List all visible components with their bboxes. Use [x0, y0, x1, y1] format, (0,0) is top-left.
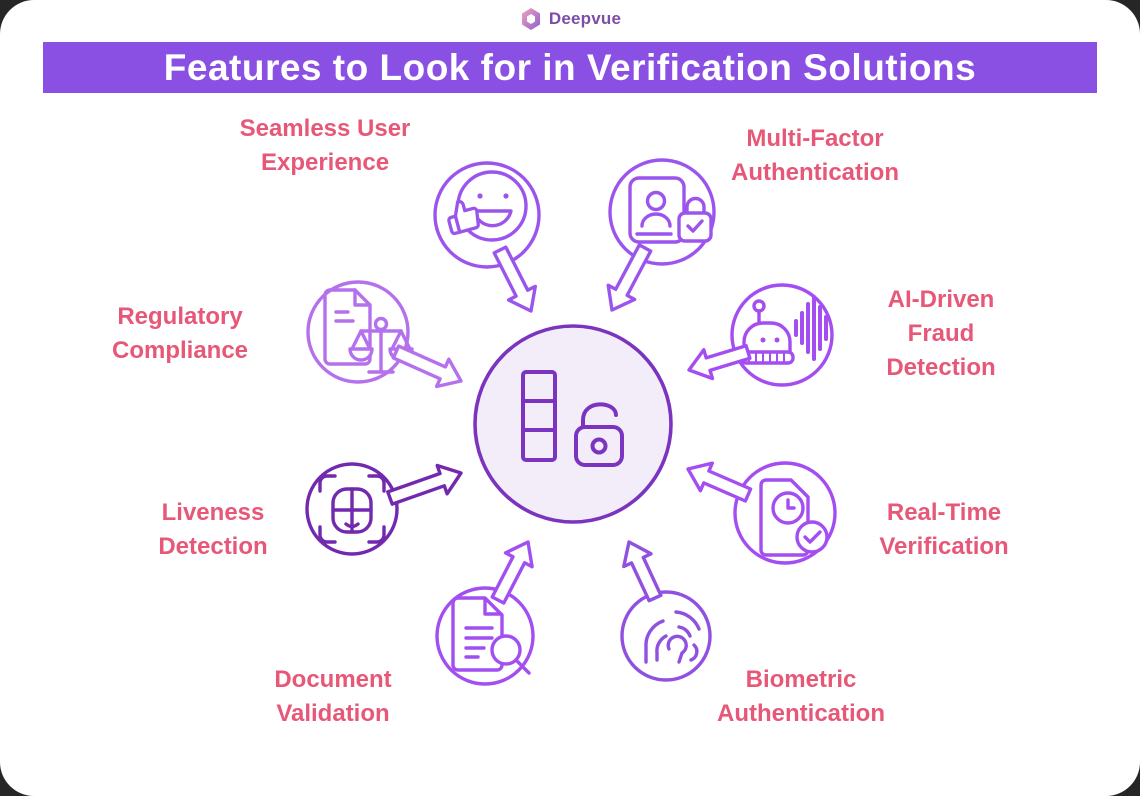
arrow-to-center: [686, 461, 753, 503]
feature-circle: [305, 462, 399, 556]
feature-label-ai-driven-fraud-detection: AI-Driven Fraud Detection: [886, 286, 996, 381]
arrow-to-center: [391, 344, 463, 389]
document-magnifier-icon: [451, 596, 531, 675]
fingerprint-icon: [644, 610, 701, 664]
stack-and-lock-icon: [521, 370, 624, 467]
feature-circle: [435, 586, 535, 686]
feature-label-document-validation: Document Validation: [274, 666, 392, 727]
feature-label-real-time-verification: Real-Time Verification: [879, 499, 1009, 560]
feature-label-multi-factor-authentication: Multi-Factor Authentication: [731, 125, 899, 186]
deepvue-logo: Deepvue: [0, 7, 1140, 31]
feature-node-liveness-detection: [305, 462, 463, 556]
id-card-lock-icon: [628, 176, 713, 244]
feature-circle: [433, 161, 541, 269]
feature-circle: [306, 280, 410, 384]
smiley-thumbs-up-icon: [447, 170, 528, 242]
feature-circle: [733, 461, 837, 565]
feature-circle: [730, 283, 834, 387]
arrow-to-center: [687, 344, 752, 381]
feature-node-multi-factor-authentication: [606, 158, 716, 312]
arrow-to-center: [490, 540, 534, 605]
feature-label-seamless-user-experience: Seamless User Experience: [239, 115, 411, 176]
center-circle: [473, 324, 673, 524]
feature-node-seamless-user-experience: [433, 161, 541, 313]
feature-circle: [620, 590, 712, 682]
arrow-to-center: [492, 245, 537, 313]
feature-node-regulatory-compliance: [306, 280, 463, 389]
document-clock-check-icon: [759, 478, 829, 557]
feature-node-ai-driven-fraud-detection: [687, 283, 834, 387]
feature-node-real-time-verification: [686, 461, 837, 565]
feature-label-biometric-authentication: Biometric Authentication: [717, 666, 885, 727]
robot-voice-waves-icon: [739, 295, 828, 365]
feature-label-regulatory-compliance: Regulatory Compliance: [111, 303, 249, 364]
feature-label-liveness-detection: Liveness Detection: [158, 499, 268, 560]
page-title: Features to Look for in Verification Sol…: [163, 46, 977, 88]
arrow-to-center: [386, 463, 463, 506]
page-title-banner: Features to Look for in Verification Sol…: [43, 42, 1097, 93]
feature-circle: [608, 158, 716, 266]
deepvue-logo-text: Deepvue: [548, 9, 622, 28]
feature-node-document-validation: [435, 540, 535, 686]
face-scan-icon: [318, 474, 386, 544]
arrow-to-center: [622, 540, 663, 603]
arrow-to-center: [606, 243, 653, 312]
deepvue-logo-icon: [521, 8, 540, 30]
center-hub: [473, 324, 673, 524]
feature-node-biometric-authentication: [620, 540, 712, 682]
